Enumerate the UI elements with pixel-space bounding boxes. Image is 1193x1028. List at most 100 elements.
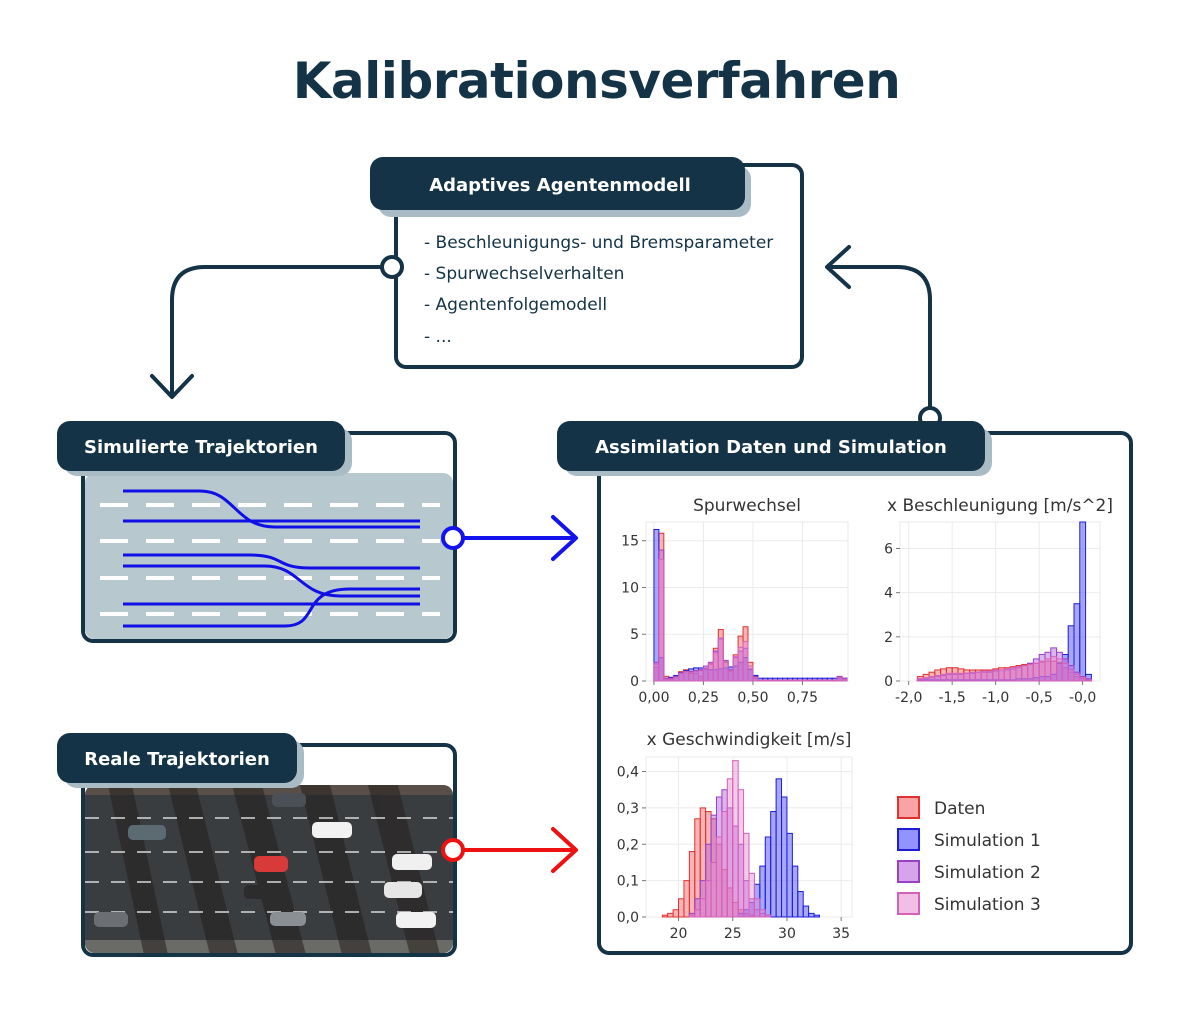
histogram-bar — [699, 898, 707, 918]
x-tick-label: 0,00 — [638, 690, 669, 706]
x-tick-label: 0,25 — [688, 690, 719, 706]
y-tick-label: 10 — [621, 580, 639, 596]
histogram-bar — [797, 679, 803, 682]
sim-box: Simulierte Trajektorien — [57, 421, 457, 643]
x-tick-label: 25 — [724, 926, 742, 942]
histogram-bar — [974, 671, 982, 682]
histogram-bar — [759, 909, 766, 918]
x-tick-label: -2,0 — [895, 690, 922, 706]
connector-model-to-sim — [150, 255, 404, 399]
histogram-bar — [668, 678, 675, 682]
histogram-bar — [721, 811, 728, 918]
histogram-bar — [748, 872, 755, 918]
chart-title: x Geschwindigkeit [m/s] — [647, 730, 852, 750]
histogram-bar — [764, 914, 772, 918]
histogram-bar — [951, 672, 959, 682]
histogram-bar — [673, 676, 680, 682]
histogram-bar — [661, 914, 669, 918]
histogram-bar — [702, 667, 709, 682]
histogram-bar — [775, 778, 783, 918]
real-box-header — [57, 733, 297, 783]
connector-real-to-assim — [441, 827, 578, 873]
histogram-bar — [836, 676, 843, 682]
histogram-bar — [764, 836, 772, 918]
histogram-bar — [743, 832, 750, 918]
histogram-bar — [969, 671, 976, 682]
histogram-bar — [694, 909, 701, 918]
y-tick-label: 6 — [884, 542, 893, 558]
histogram-bar — [727, 670, 734, 682]
histogram-bar — [658, 558, 665, 682]
model-box: Adaptives Agentenmodell - Beschleunigung… — [370, 157, 804, 369]
histogram-bar — [747, 665, 754, 682]
arrow-right-icon — [551, 515, 578, 561]
histogram-bar — [1079, 677, 1087, 682]
y-tick-label: 0,1 — [617, 874, 639, 890]
histogram-bar — [792, 679, 798, 682]
x-tick-label: -0,5 — [1025, 690, 1052, 706]
x-tick-label: 35 — [832, 926, 850, 942]
chart-title: x Beschleunigung [m/s^2] — [887, 496, 1113, 516]
histogram-bar — [802, 905, 810, 918]
histogram-bar — [712, 652, 719, 682]
model-box-title: Adaptives Agentenmodell — [429, 175, 691, 196]
histogram-bar — [787, 679, 794, 682]
histogram-bar — [806, 679, 813, 682]
histogram-bar — [811, 679, 818, 682]
histogram-bar — [697, 670, 704, 682]
histogram-bar — [772, 679, 779, 682]
histogram-bar — [732, 656, 739, 682]
legend-label: Simulation 1 — [934, 831, 1041, 851]
trajectories-simulated — [123, 489, 420, 628]
road-simulated — [85, 473, 453, 639]
y-tick-label: 0 — [884, 674, 893, 690]
histogram-bar — [710, 861, 717, 918]
x-tick-label: -0,0 — [1069, 690, 1096, 706]
model-item: - Beschleunigungs- und Bremsparameter — [424, 233, 773, 253]
legend-label: Simulation 2 — [934, 863, 1041, 883]
histogram-bar — [986, 670, 994, 682]
histogram-bar — [797, 891, 804, 918]
histogram-bar — [717, 637, 724, 682]
histogram-bar — [1044, 658, 1052, 682]
histogram-bar — [726, 778, 734, 918]
x-tick-label: 20 — [670, 926, 688, 942]
histogram-bar — [683, 671, 690, 682]
histogram-bar — [683, 880, 690, 918]
real-box: Reale Trajektorien — [57, 733, 457, 957]
histogram-bar — [841, 678, 848, 682]
cars — [94, 793, 436, 928]
histogram-bar — [786, 832, 793, 918]
lane-markings — [100, 503, 440, 616]
histogram-bar — [922, 677, 930, 682]
histogram-bar — [663, 678, 670, 682]
histogram-bar — [693, 671, 699, 682]
y-tick-label: 5 — [630, 627, 639, 643]
legend-swatch — [897, 860, 920, 883]
sim-box-title: Simulierte Trajektorien — [84, 437, 318, 458]
y-tick-label: 0,4 — [617, 765, 639, 781]
histogram-bar — [808, 912, 815, 918]
model-box-header — [370, 157, 745, 210]
model-item: - ... — [424, 327, 452, 347]
histogram-bar — [928, 676, 936, 682]
histogram-bar — [1003, 668, 1011, 682]
histogram-bar — [1050, 656, 1058, 682]
histogram-bar — [1009, 667, 1017, 682]
histogram-bar — [916, 678, 924, 682]
histogram-bar — [1067, 669, 1075, 682]
histogram-bar — [782, 679, 789, 682]
histogram-bar — [707, 662, 714, 682]
y-tick-label: 0,2 — [617, 837, 639, 853]
histogram-bar — [1027, 663, 1034, 682]
histogram-bar — [1056, 658, 1063, 682]
histogram-bar — [653, 528, 660, 682]
y-tick-label: 0,0 — [617, 910, 639, 926]
arrow-down-icon — [150, 374, 194, 399]
histogram-bar — [957, 672, 965, 682]
assim-box-title: Assimilation Daten und Simulation — [595, 437, 947, 458]
histogram-bar — [781, 796, 788, 918]
histogram-bar — [940, 673, 947, 682]
histogram-bar — [813, 914, 820, 918]
